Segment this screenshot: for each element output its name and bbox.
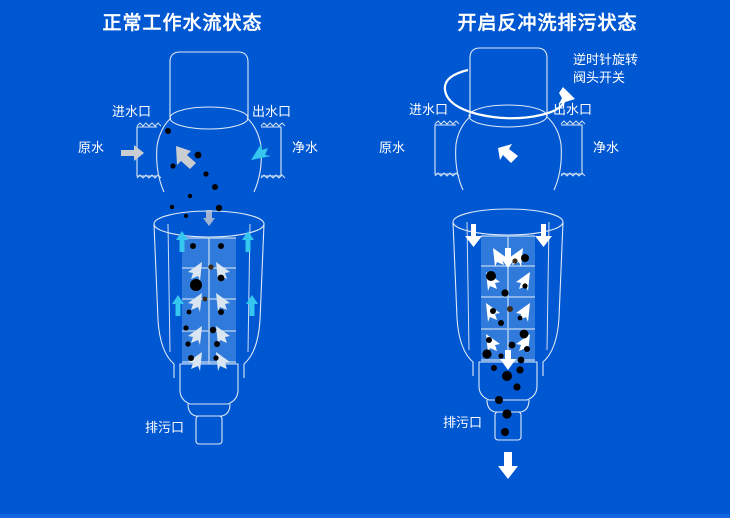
panel-normal-flow: 正常工作水流状态 bbox=[78, 13, 319, 445]
panel-backwash-drain: 开启反冲洗排污状态 bbox=[365, 0, 730, 518]
body-flow-arrow-icon bbox=[176, 146, 196, 169]
label-raw-water-right: 原水 bbox=[379, 140, 406, 155]
panel-title-backwash: 开启反冲洗排污状态 bbox=[457, 13, 638, 34]
label-clean-water-right: 净水 bbox=[593, 140, 620, 155]
bottom-divider bbox=[0, 514, 730, 518]
label-raw-water-left: 原水 bbox=[78, 140, 105, 155]
label-inlet-port-right: 进水口 bbox=[409, 102, 449, 117]
label-outlet-port-left: 出水口 bbox=[252, 104, 292, 119]
valve-note-line2: 阀头开关 bbox=[573, 70, 626, 85]
filter-up-arrow-icon bbox=[172, 231, 258, 316]
backwash-illustration bbox=[434, 47, 586, 479]
drain-arrow-icon bbox=[498, 452, 518, 479]
rotate-counterclockwise-icon bbox=[443, 68, 575, 120]
panel-title-normal: 正常工作水流状态 bbox=[102, 13, 263, 34]
particle-group bbox=[165, 128, 223, 218]
raw-water-arrow-icon bbox=[121, 144, 144, 162]
label-outlet-port-right: 出水口 bbox=[553, 102, 593, 117]
trapped-particle-group bbox=[183, 243, 225, 361]
label-drain-port-left: 排污口 bbox=[145, 420, 185, 435]
mesh-inner-arrow-icon bbox=[188, 262, 230, 371]
label-drain-port-right: 排污口 bbox=[443, 415, 483, 430]
label-inlet-port-left: 进水口 bbox=[112, 104, 152, 119]
valve-note-line1: 逆时针旋转 bbox=[573, 52, 639, 67]
normal-flow-illustration bbox=[121, 51, 286, 445]
clean-water-arrow-icon bbox=[251, 144, 271, 160]
cartridge-inflow-arrow-icon bbox=[203, 210, 215, 226]
label-clean-water-left: 净水 bbox=[292, 140, 319, 155]
backwash-down-arrow-icon bbox=[465, 224, 552, 247]
body-downflow-arrow-icon bbox=[498, 144, 518, 163]
dirt-particle-group bbox=[482, 254, 530, 436]
